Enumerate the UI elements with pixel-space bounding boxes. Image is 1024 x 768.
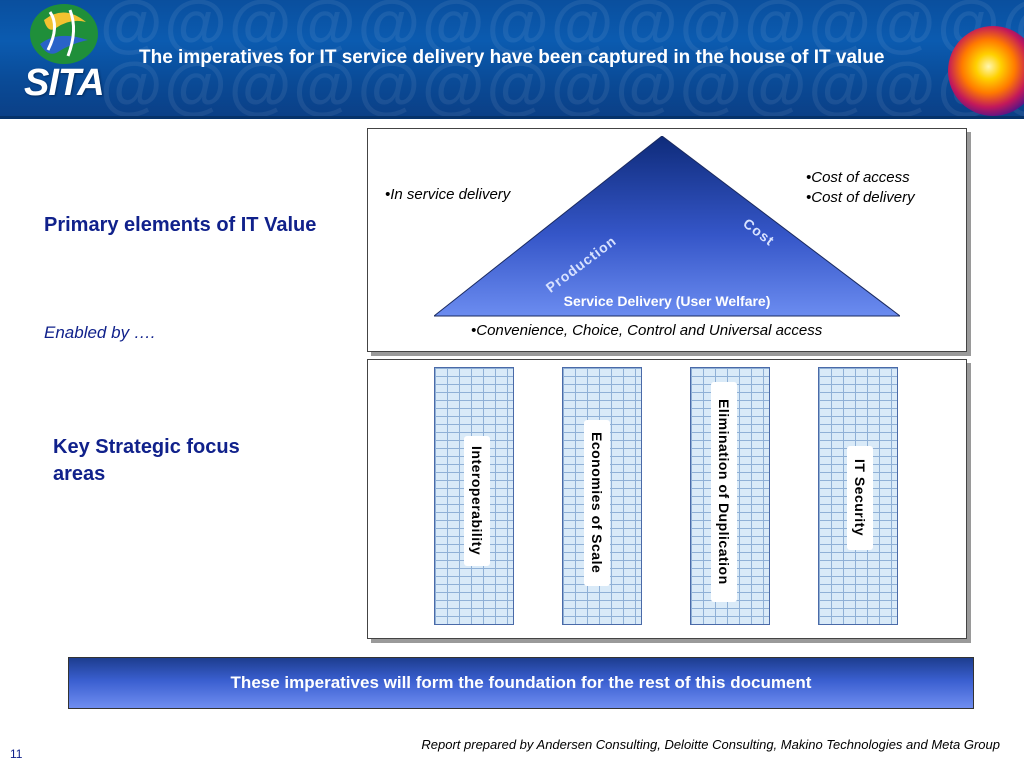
primary-elements-label: Primary elements of IT Value (44, 214, 317, 236)
header-banner: @@@@@@@@@@@@@@@@@@@@@@@@@@@@@@@@ SITA Th… (0, 0, 1024, 118)
pillar-it-security: IT Security (818, 367, 898, 625)
cost-bullet-access: •Cost of access (806, 169, 910, 186)
banner-at-pattern: @@@@@@@@@@@@@@@@@@@@@@@@@@@@@@@@ (100, 0, 1024, 118)
pillar-label-box: Interoperability (464, 436, 490, 566)
pillar-economies-of-scale: Economies of Scale (562, 367, 642, 625)
page-number: 11 (10, 747, 23, 761)
sita-logo: SITA (0, 0, 120, 118)
base-bullet: •Convenience, Choice, Control and Univer… (471, 322, 823, 339)
sita-emblem-icon (30, 4, 98, 64)
logo-wordmark: SITA (24, 62, 105, 104)
pillar-label-economies-of-scale: Economies of Scale (589, 432, 605, 574)
pillar-interoperability: Interoperability (434, 367, 514, 625)
footer-source-note: Report prepared by Andersen Consulting, … (421, 737, 1000, 752)
pillar-elimination-of-duplication: Elimination of Duplication (690, 367, 770, 625)
production-bullet: •In service delivery (385, 186, 511, 203)
page-title: The imperatives for IT service delivery … (139, 47, 885, 68)
roof-base-label: Service Delivery (User Welfare) (564, 293, 771, 309)
pillar-label-interoperability: Interoperability (469, 446, 485, 556)
foundation-text: These imperatives will form the foundati… (230, 673, 812, 692)
cost-bullet-delivery: •Cost of delivery (806, 189, 915, 206)
foundation-bar: These imperatives will form the foundati… (68, 657, 974, 709)
key-strategic-focus-label: Key Strategic focus areas (53, 436, 240, 485)
pillar-label-elimination-of-duplication: Elimination of Duplication (716, 399, 732, 585)
pillar-label-box: Elimination of Duplication (711, 382, 737, 602)
pillar-label-it-security: IT Security (852, 459, 868, 537)
decorative-orb (948, 26, 1024, 116)
pillar-label-box: Economies of Scale (584, 420, 610, 586)
banner-divider (0, 116, 1024, 119)
pillar-label-box: IT Security (847, 446, 873, 550)
house-roof-triangle: Production Cost Service Delivery (User W… (434, 136, 900, 317)
enabled-by-label: Enabled by …. (44, 323, 156, 342)
